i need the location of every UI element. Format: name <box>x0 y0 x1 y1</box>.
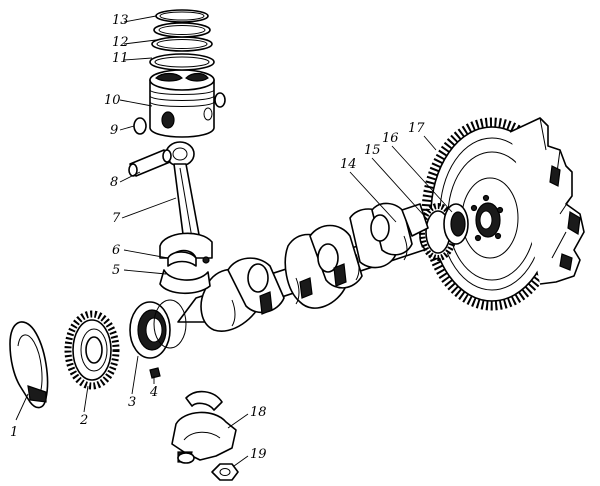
label-7: 7 <box>112 211 121 226</box>
label-6: 6 <box>112 243 120 258</box>
piston-pin-part <box>128 149 172 177</box>
rear-gear-part <box>401 203 469 261</box>
flywheel-part <box>421 117 585 311</box>
label-10: 10 <box>104 93 121 108</box>
label-9: 9 <box>110 123 118 138</box>
timing-gear-part <box>64 310 120 390</box>
piston-part <box>149 69 215 138</box>
key-part <box>149 367 161 379</box>
label-15: 15 <box>364 143 381 158</box>
nut-part <box>211 463 239 481</box>
connecting-rod-part <box>159 141 213 295</box>
label-4: 4 <box>149 385 158 400</box>
label-5: 5 <box>112 263 120 278</box>
label-17: 17 <box>408 121 425 136</box>
piston-rings-part <box>149 9 215 71</box>
label-11: 11 <box>112 51 129 66</box>
label-13: 13 <box>112 13 129 28</box>
label-18: 18 <box>250 405 267 420</box>
label-19: 19 <box>250 447 267 462</box>
label-1: 1 <box>10 425 18 440</box>
crankshaft-part <box>129 202 437 359</box>
label-16: 16 <box>382 131 399 146</box>
part-number-labels: 13 12 11 10 9 8 7 6 5 1 2 3 4 14 15 16 1… <box>10 13 425 462</box>
leader-lines <box>15 15 453 467</box>
label-12: 12 <box>112 35 129 50</box>
label-3: 3 <box>128 395 136 410</box>
label-8: 8 <box>110 175 118 190</box>
label-2: 2 <box>79 413 88 428</box>
main-bearing-cap-part <box>171 390 237 464</box>
oil-seal-part <box>9 321 49 409</box>
label-14: 14 <box>340 157 357 172</box>
